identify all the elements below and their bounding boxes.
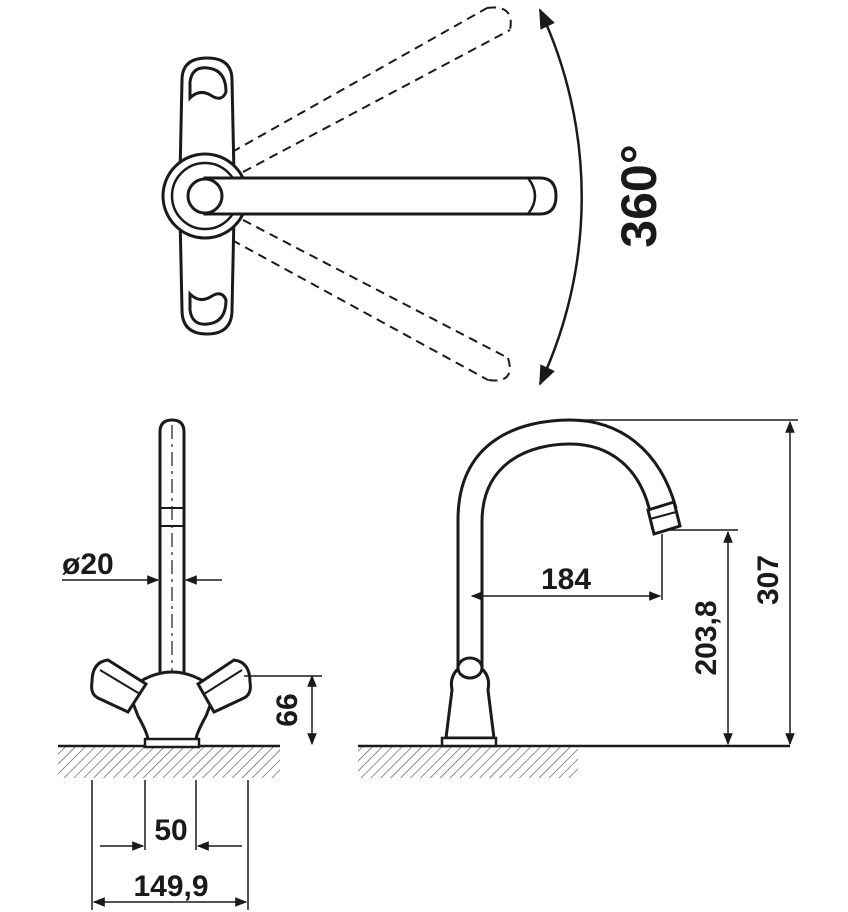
top-view: 360° bbox=[161, 6, 667, 386]
spout-rotated-lower-outline bbox=[231, 219, 511, 382]
rotation-label: 360° bbox=[611, 144, 667, 247]
base-width-label: 149,9 bbox=[133, 870, 208, 903]
handle-knob-bottom bbox=[188, 290, 228, 326]
front-view: ø20 66 50 149,9 bbox=[58, 418, 322, 910]
reach-label: 184 bbox=[541, 563, 591, 596]
faucet-body-front bbox=[126, 670, 218, 742]
total-height-label: 307 bbox=[752, 555, 785, 605]
handle-height-label: 66 bbox=[271, 693, 304, 726]
spacing-label: 50 bbox=[154, 814, 187, 847]
side-view: 184 203,8 307 bbox=[358, 418, 798, 778]
countertop-front bbox=[58, 746, 280, 778]
spout-top-view bbox=[203, 176, 558, 216]
handle-knob-top bbox=[188, 66, 228, 102]
diameter-label: ø20 bbox=[62, 548, 114, 581]
countertop-side bbox=[358, 746, 578, 778]
gooseneck-spout bbox=[456, 418, 678, 670]
rotation-arc bbox=[538, 8, 583, 386]
spout-rotated-upper-outline bbox=[231, 6, 512, 173]
outlet-height-label: 203,8 bbox=[690, 600, 723, 675]
aerator bbox=[646, 500, 682, 536]
